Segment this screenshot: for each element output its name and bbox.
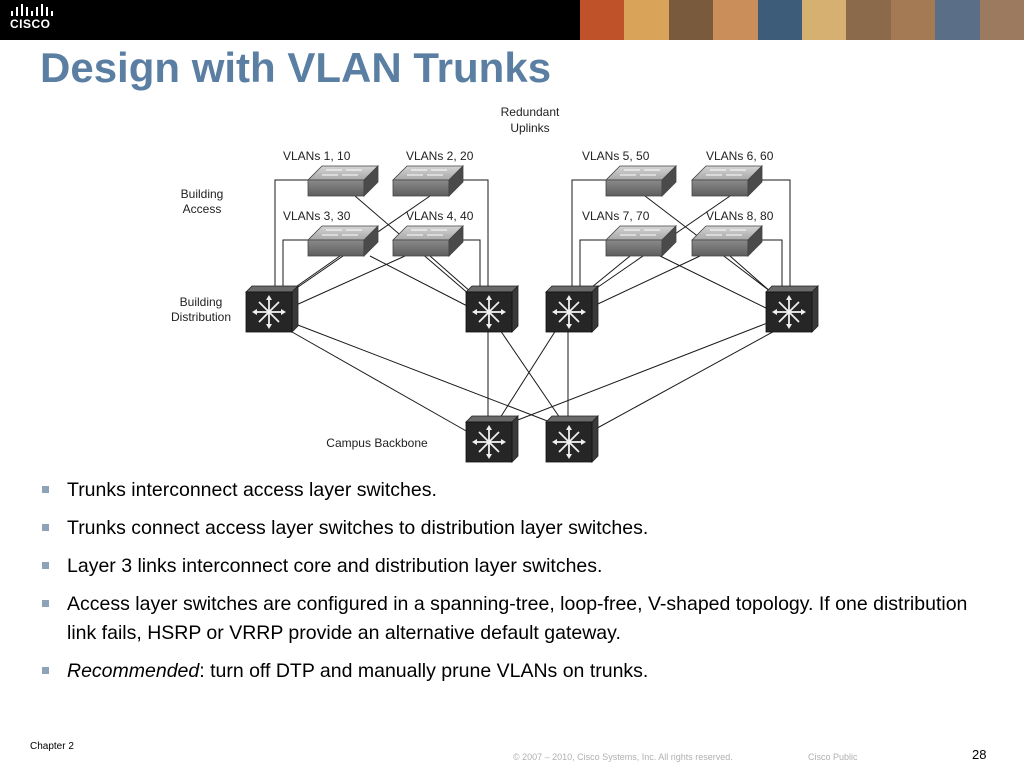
copyright-notice: © 2007 – 2010, Cisco Systems, Inc. All r… — [513, 752, 733, 762]
vlan-label: VLANs 8, 80 — [706, 209, 774, 223]
photo-tile — [846, 0, 891, 40]
distribution-switch — [765, 285, 819, 333]
bullet-text: Trunks connect access layer switches to … — [67, 517, 649, 539]
photo-tile — [757, 0, 803, 40]
building-access-label: Building — [181, 187, 224, 201]
page-number: 28 — [972, 747, 987, 762]
bullet-item: Trunks connect access layer switches to … — [42, 514, 992, 543]
backbone-switch — [545, 415, 599, 463]
campus-backbone-label: Campus Backbone — [326, 436, 428, 450]
recommended-emphasis: Recommended — [67, 660, 200, 682]
bullet-marker — [42, 562, 49, 569]
access-switch — [691, 165, 763, 197]
access-switch — [691, 225, 763, 257]
redundant-uplinks-label: Redundant — [501, 105, 560, 119]
header-bar: CISCO — [0, 0, 1024, 40]
photo-tile — [890, 0, 936, 40]
bullet-text: Layer 3 links interconnect core and dist… — [67, 555, 603, 577]
vlan-label: VLANs 1, 10 — [283, 149, 351, 163]
vlan-label: VLANs 2, 20 — [406, 149, 474, 163]
access-switch — [307, 165, 379, 197]
redundant-uplinks-label: Uplinks — [510, 121, 549, 135]
access-switch — [392, 225, 464, 257]
network-diagram: Redundant Uplinks Building Access Buildi… — [171, 105, 819, 463]
classification-label: Cisco Public — [808, 752, 858, 762]
photo-tile — [979, 0, 1024, 40]
vlan-label: VLANs 3, 30 — [283, 209, 351, 223]
bullet-text: Access layer switches are configured in … — [67, 593, 968, 644]
distribution-switch — [545, 285, 599, 333]
photo-tile — [713, 0, 758, 40]
photo-strip — [580, 0, 1024, 40]
bullet-marker — [42, 486, 49, 493]
bullet-text: Trunks interconnect access layer switche… — [67, 479, 437, 501]
bullet-item: Layer 3 links interconnect core and dist… — [42, 552, 992, 581]
bullet-text: : turn off DTP and manually prune VLANs … — [199, 660, 649, 682]
building-distribution-label: Building — [180, 295, 223, 309]
photo-tile — [624, 0, 669, 40]
vlan-label: VLANs 5, 50 — [582, 149, 650, 163]
bullet-marker — [42, 524, 49, 531]
access-switch — [307, 225, 379, 257]
cisco-logo-text: CISCO — [10, 17, 51, 31]
access-switch — [605, 165, 677, 197]
cisco-logo — [11, 4, 53, 16]
bullet-item: Recommended: turn off DTP and manually p… — [42, 657, 992, 686]
vlan-label: VLANs 7, 70 — [582, 209, 650, 223]
backbone-switch — [465, 415, 519, 463]
photo-tile — [580, 0, 625, 40]
distribution-switch — [245, 285, 299, 333]
access-switch — [392, 165, 464, 197]
slide-title: Design with VLAN Trunks — [40, 44, 552, 91]
bullet-marker — [42, 600, 49, 607]
bullet-marker — [42, 667, 49, 674]
chapter-label: Chapter 2 — [30, 741, 74, 752]
bullet-item: Access layer switches are configured in … — [42, 590, 992, 648]
bullet-list: Trunks interconnect access layer switche… — [42, 476, 992, 695]
photo-tile — [802, 0, 847, 40]
bullet-item: Trunks interconnect access layer switche… — [42, 476, 992, 505]
vlan-label: VLANs 4, 40 — [406, 209, 474, 223]
building-distribution-label: Distribution — [171, 310, 231, 324]
access-switch — [605, 225, 677, 257]
photo-tile — [935, 0, 980, 40]
photo-tile — [668, 0, 714, 40]
vlan-label: VLANs 6, 60 — [706, 149, 774, 163]
building-access-label: Access — [183, 202, 222, 216]
distribution-switch — [465, 285, 519, 333]
